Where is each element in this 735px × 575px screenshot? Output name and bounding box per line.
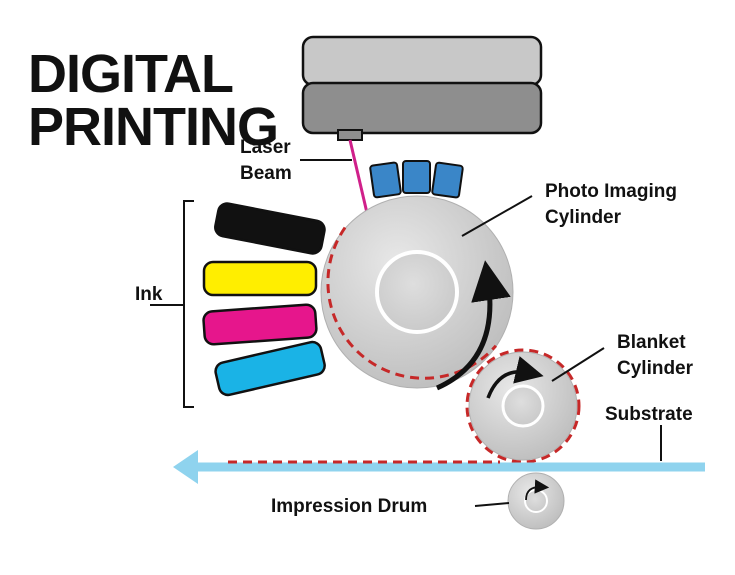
title-line-2: PRINTING [28, 97, 278, 157]
photo-label-line-1: Photo Imaging [545, 181, 677, 202]
substrate-label: Substrate [605, 404, 693, 425]
ink-black [214, 202, 326, 255]
blanket-label-line-1: Blanket [617, 332, 686, 353]
toner-blocks [369, 160, 464, 199]
laser-beam [348, 139, 369, 214]
ink-bracket [183, 200, 194, 408]
laser-label-line-2: Beam [240, 163, 292, 184]
title-line-1: DIGITAL [28, 44, 233, 104]
photo-imaging-cylinder [320, 195, 514, 391]
impression-drum [507, 472, 565, 530]
blanket-cylinder [465, 348, 581, 464]
ink-label: Ink [135, 284, 163, 305]
blanket-rotation-arrow [486, 356, 544, 399]
photo-rotation-arrow [435, 260, 511, 391]
photo-label-line-2: Cylinder [545, 207, 622, 228]
ink-yellow [202, 260, 318, 297]
laser-unit [301, 35, 543, 141]
laser-label-line-1: Laser [240, 137, 291, 158]
blanket-leader-line [551, 347, 605, 382]
ink-cyan [214, 340, 326, 397]
substrate [173, 450, 705, 484]
impression-rotation-arrow [525, 479, 550, 501]
ink-magenta [202, 303, 318, 346]
impression-label: Impression Drum [271, 496, 427, 517]
impression-leader-line [474, 502, 510, 507]
ink-cartridges [202, 202, 326, 397]
photo-leader-line [461, 195, 533, 237]
blanket-label-line-2: Cylinder [617, 358, 694, 379]
